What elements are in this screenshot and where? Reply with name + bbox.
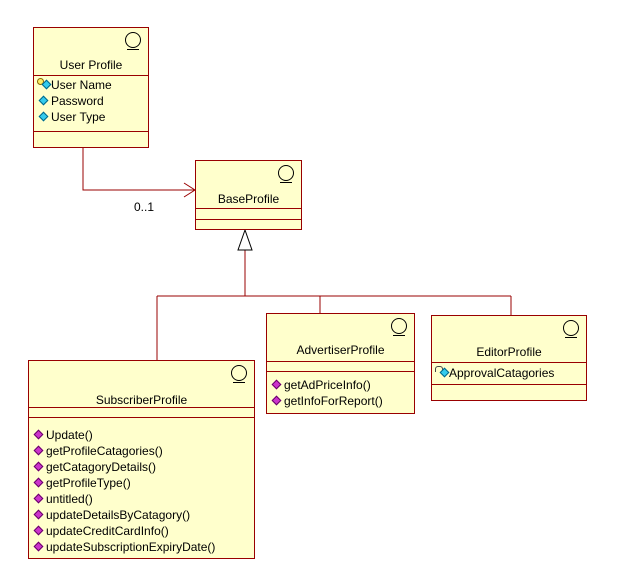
multiplicity-label: 0..1 bbox=[134, 200, 155, 214]
class-name: AdvertiserProfile bbox=[296, 343, 385, 357]
operation-compartment: getAdPriceInfo() getInfoForReport() bbox=[267, 372, 414, 412]
attribute-diamond-icon bbox=[38, 95, 49, 106]
operation-diamond-icon bbox=[271, 395, 282, 406]
attribute-name: Password bbox=[51, 94, 104, 108]
name-compartment: BaseProfile bbox=[196, 161, 301, 209]
name-compartment: SubscriberProfile bbox=[29, 361, 254, 408]
class-stereotype-icon bbox=[125, 32, 141, 50]
class-advertiser-profile[interactable]: AdvertiserProfile getAdPriceInfo() getIn… bbox=[266, 313, 415, 414]
class-name: BaseProfile bbox=[217, 192, 280, 206]
operation-name: untitled() bbox=[46, 492, 93, 506]
name-compartment: EditorProfile bbox=[432, 316, 586, 363]
attribute-diamond-icon bbox=[38, 111, 49, 122]
class-subscriber-profile[interactable]: SubscriberProfile Update() getProfileCat… bbox=[28, 360, 255, 559]
operation-diamond-icon bbox=[33, 509, 44, 520]
attribute-compartment bbox=[196, 209, 301, 220]
operation-name: getInfoForReport() bbox=[284, 394, 383, 408]
operation-name: updateCreditCardInfo() bbox=[46, 524, 169, 538]
attribute-compartment: ApprovalCatagories bbox=[432, 363, 586, 385]
operation-name: Update() bbox=[46, 428, 93, 442]
operation-diamond-icon bbox=[33, 477, 44, 488]
operation-name: getCatagoryDetails() bbox=[46, 460, 157, 474]
class-stereotype-icon bbox=[278, 165, 294, 183]
class-base-profile[interactable]: BaseProfile bbox=[195, 160, 302, 230]
operation-diamond-icon bbox=[33, 525, 44, 536]
operation-name: getAdPriceInfo() bbox=[284, 378, 371, 392]
operation-diamond-icon bbox=[33, 461, 44, 472]
name-compartment: AdvertiserProfile bbox=[267, 314, 414, 362]
generalization-arrowhead bbox=[237, 228, 253, 251]
class-stereotype-icon bbox=[391, 318, 407, 336]
attribute-diamond-icon bbox=[439, 367, 450, 378]
operation-diamond-icon bbox=[271, 379, 282, 390]
class-name: EditorProfile bbox=[476, 345, 542, 359]
operation-diamond-icon bbox=[33, 541, 44, 552]
operation-compartment: Update() getProfileCatagories() getCatag… bbox=[29, 418, 254, 558]
class-editor-profile[interactable]: EditorProfile ApprovalCatagories bbox=[431, 315, 587, 401]
class-stereotype-icon bbox=[231, 365, 247, 383]
class-user-profile[interactable]: User Profile User Name Password User Typ… bbox=[33, 27, 149, 148]
attribute-compartment: User Name Password User Type bbox=[34, 76, 148, 132]
class-stereotype-icon bbox=[563, 320, 579, 338]
attribute-compartment bbox=[29, 408, 254, 418]
attribute-name: User Type bbox=[51, 110, 106, 124]
attribute-name: ApprovalCatagories bbox=[449, 366, 555, 380]
class-name: SubscriberProfile bbox=[95, 393, 188, 407]
operation-name: updateSubscriptionExpiryDate() bbox=[46, 540, 216, 554]
name-compartment: User Profile bbox=[34, 28, 148, 76]
association-line[interactable] bbox=[82, 148, 195, 191]
attribute-name: User Name bbox=[51, 78, 112, 92]
operation-name: getProfileCatagories() bbox=[46, 444, 163, 458]
attribute-compartment bbox=[267, 362, 414, 372]
attribute-diamond-icon bbox=[41, 79, 52, 90]
operation-name: getProfileType() bbox=[46, 476, 131, 490]
operation-diamond-icon bbox=[33, 493, 44, 504]
multiplicity-label-background bbox=[115, 193, 175, 238]
operation-diamond-icon bbox=[33, 429, 44, 440]
operation-diamond-icon bbox=[33, 445, 44, 456]
class-name: User Profile bbox=[59, 58, 123, 72]
operation-name: updateDetailsByCatagory() bbox=[46, 508, 191, 522]
